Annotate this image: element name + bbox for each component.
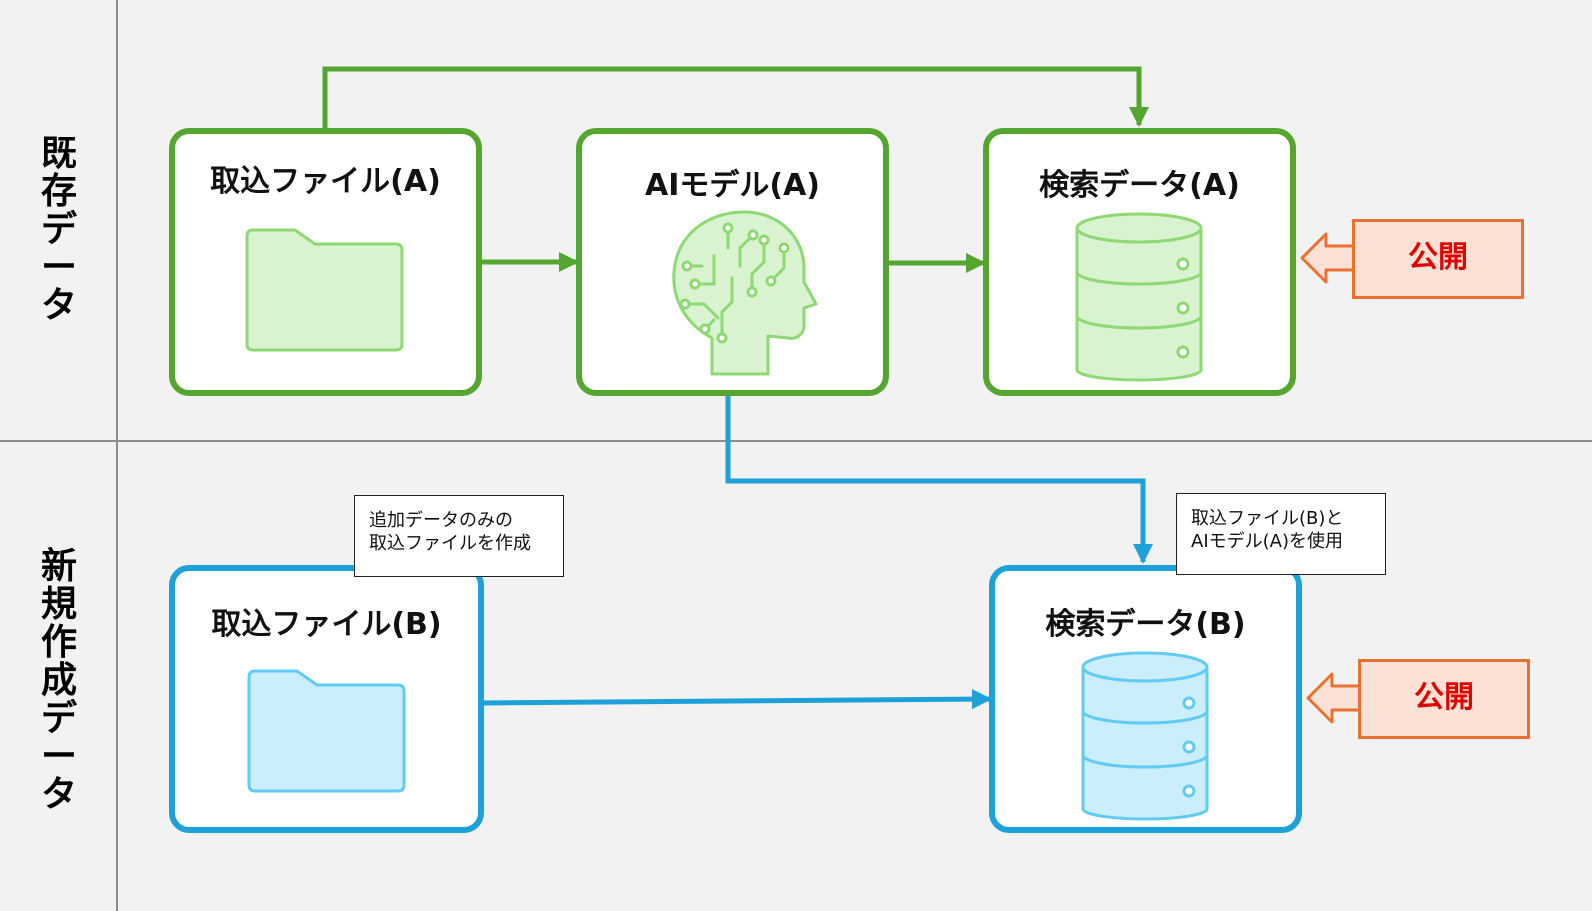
folder-icon — [245, 228, 404, 352]
lane-label-existing: 既 存 デ ー タ — [40, 133, 77, 326]
database-icon — [1081, 651, 1209, 821]
note-search-data-b: 取込ファイル(B)と AIモデル(A)を使用 — [1176, 493, 1386, 575]
node-search-data-a: 検索データ(A) — [983, 128, 1296, 396]
publish-badge-b: 公開 — [1358, 659, 1530, 739]
node-title: 検索データ(A) — [1039, 168, 1240, 203]
ai-head-icon — [672, 210, 818, 376]
publish-label: 公開 — [1414, 680, 1474, 715]
node-import-file-b: 取込ファイル(B) — [169, 565, 484, 833]
node-search-data-b: 検索データ(B) — [989, 565, 1302, 833]
node-import-file-a: 取込ファイル(A) — [169, 128, 482, 396]
publish-label: 公開 — [1408, 240, 1468, 275]
publish-arrow-a — [1300, 232, 1354, 284]
lane-label-new: 新 規 作 成 デ ー タ — [40, 546, 77, 815]
edge-import-b-to-search-b — [482, 689, 992, 710]
folder-icon — [247, 669, 406, 793]
node-title: AIモデル(A) — [644, 168, 821, 203]
publish-arrow-b — [1306, 672, 1360, 724]
lane-divider-vertical — [116, 0, 118, 911]
edge-model-a-to-search-b — [725, 396, 1153, 564]
lane-divider-horizontal — [0, 440, 1592, 442]
note-import-file-b: 追加データのみの 取込ファイルを作成 — [354, 495, 564, 577]
node-title: 取込ファイル(A) — [210, 164, 441, 199]
publish-badge-a: 公開 — [1352, 219, 1524, 299]
database-icon — [1075, 212, 1203, 382]
edge-import-a-to-search-a — [322, 66, 1149, 129]
node-title: 取込ファイル(B) — [211, 607, 442, 642]
node-title: 検索データ(B) — [1045, 607, 1246, 642]
node-ai-model-a: AIモデル(A) — [576, 128, 889, 396]
